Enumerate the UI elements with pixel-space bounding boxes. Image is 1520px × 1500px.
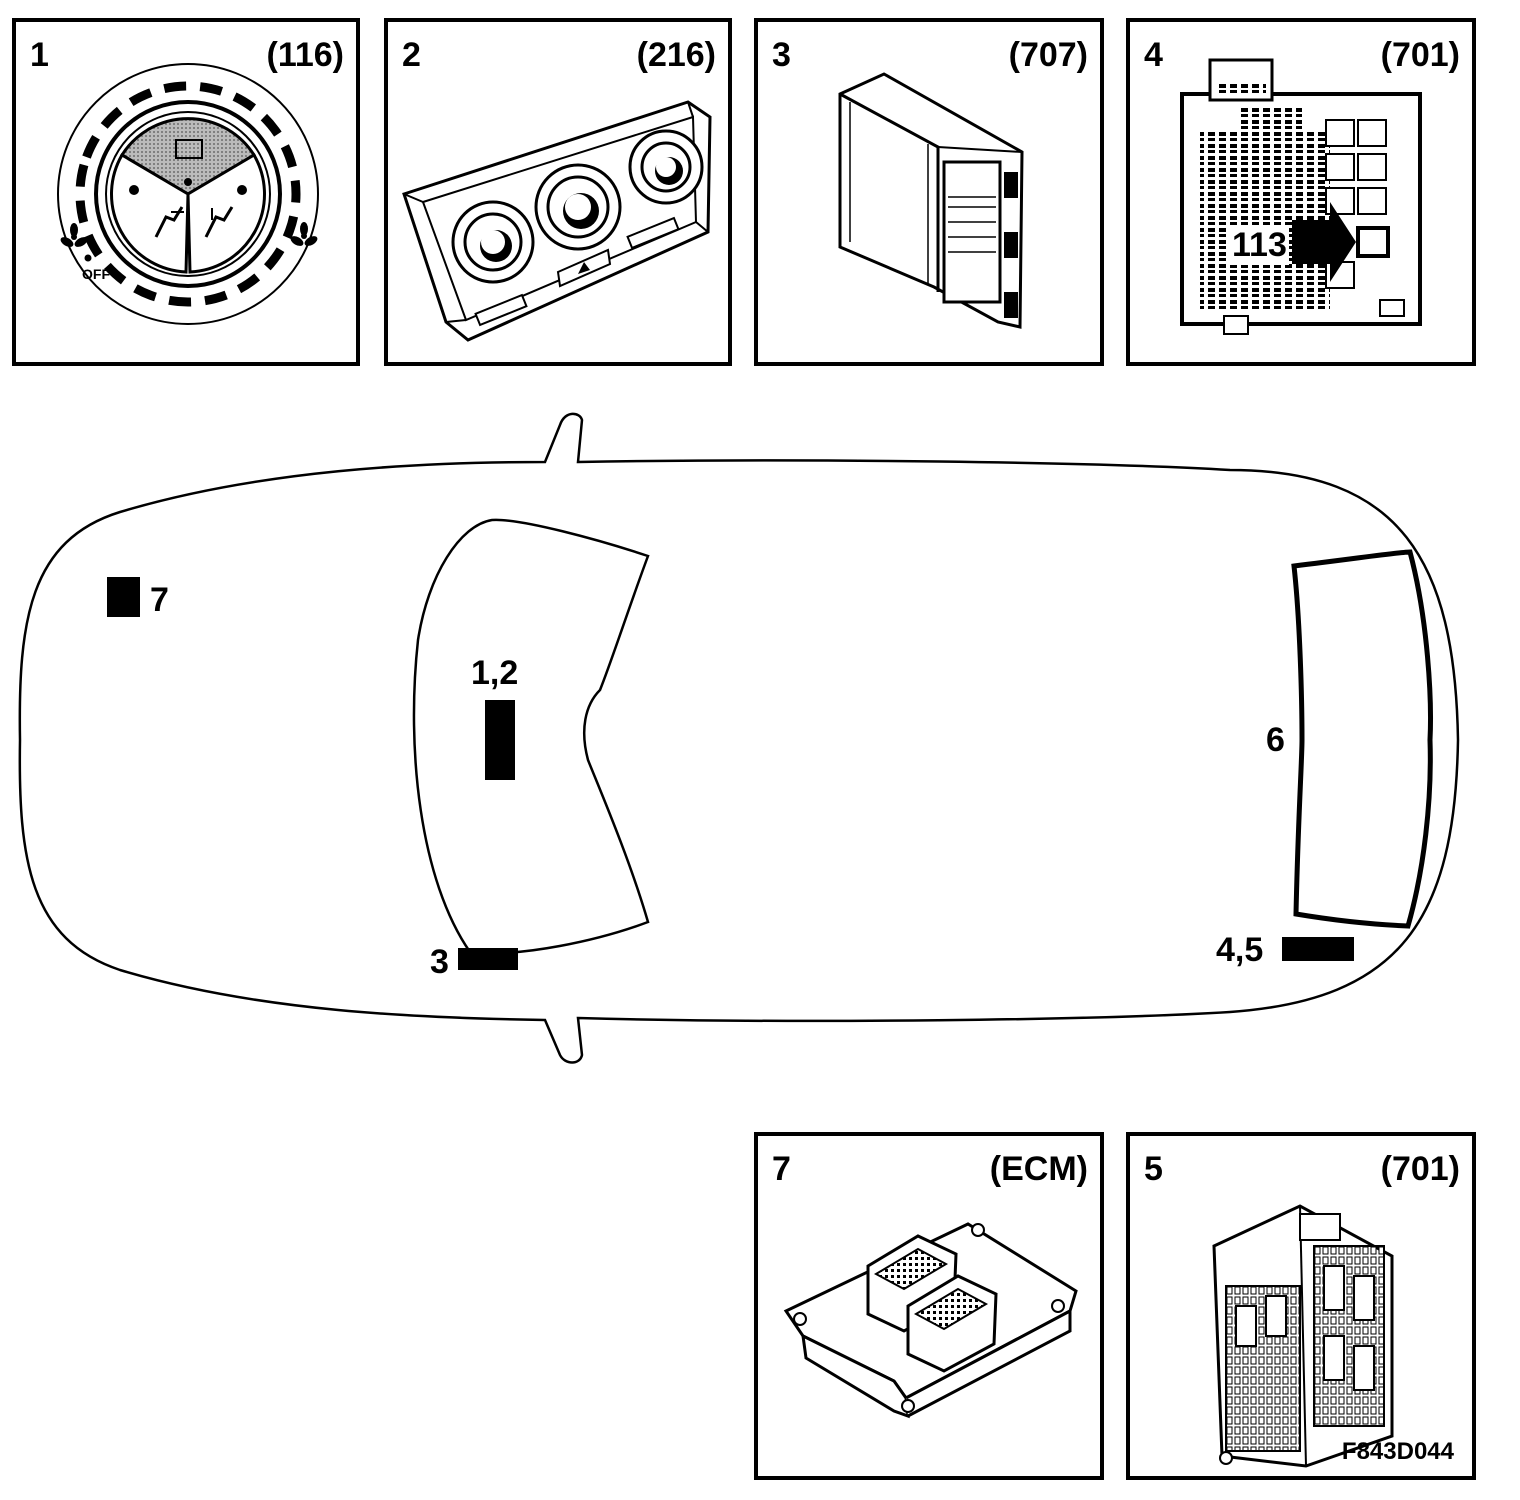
fan-low-icon xyxy=(60,223,88,247)
panel-4-code: (701) xyxy=(1380,36,1460,74)
car-label-4-5: 4,5 xyxy=(1216,931,1264,969)
callout-arrow-icon xyxy=(1292,202,1356,282)
marker-fuse-box xyxy=(1282,937,1354,961)
panel-5: 5 (701) F843D044 xyxy=(1126,1132,1476,1480)
panel-1: 1 (116) xyxy=(12,18,360,366)
panel-2-code: (216) xyxy=(636,36,716,74)
panel-3-code: (707) xyxy=(1008,36,1088,74)
car-top-view xyxy=(18,412,1460,1064)
ecm-illustration xyxy=(783,1222,1078,1419)
panel-3-number: 3 xyxy=(772,36,791,74)
panel-2-number: 2 xyxy=(402,36,421,74)
windshield-outline xyxy=(412,518,650,955)
car-body-outline xyxy=(18,412,1460,1064)
fuse-box-illustration xyxy=(1180,58,1422,335)
marker-control-module xyxy=(458,948,518,970)
car-label-6: 6 xyxy=(1266,721,1285,759)
panel-7-code: (ECM) xyxy=(989,1150,1088,1188)
marker-climate-controls xyxy=(485,700,515,780)
panel-1-code: (116) xyxy=(266,36,345,74)
control-module-illustration xyxy=(838,72,1024,329)
fuse-callout-number: 113 xyxy=(1230,226,1289,265)
panel-4: 4 (701) 113 xyxy=(1126,18,1476,366)
figure-reference: F843D044 xyxy=(1341,1438,1454,1465)
panel-2: 2 (216) xyxy=(384,18,732,366)
car-label-1-2: 1,2 xyxy=(471,654,519,692)
fan-high-icon xyxy=(290,222,318,246)
panel-5-code: (701) xyxy=(1380,1150,1460,1188)
off-label: OFF xyxy=(82,266,110,282)
panel-1-number: 1 xyxy=(30,36,49,74)
panel-4-number: 4 xyxy=(1144,36,1163,74)
panel-3: 3 (707) xyxy=(754,18,1104,366)
relay-block-illustration xyxy=(1212,1204,1394,1468)
marker-ecm xyxy=(107,577,140,617)
climate-knob-illustration xyxy=(57,63,319,325)
car-label-3: 3 xyxy=(430,943,449,981)
rear-window-outline xyxy=(1291,549,1433,929)
panel-5-number: 5 xyxy=(1144,1150,1163,1188)
panel-7-number: 7 xyxy=(772,1150,791,1188)
car-label-7: 7 xyxy=(150,581,169,619)
control-panel-illustration xyxy=(402,100,712,342)
panel-7: 7 (ECM) xyxy=(754,1132,1104,1480)
